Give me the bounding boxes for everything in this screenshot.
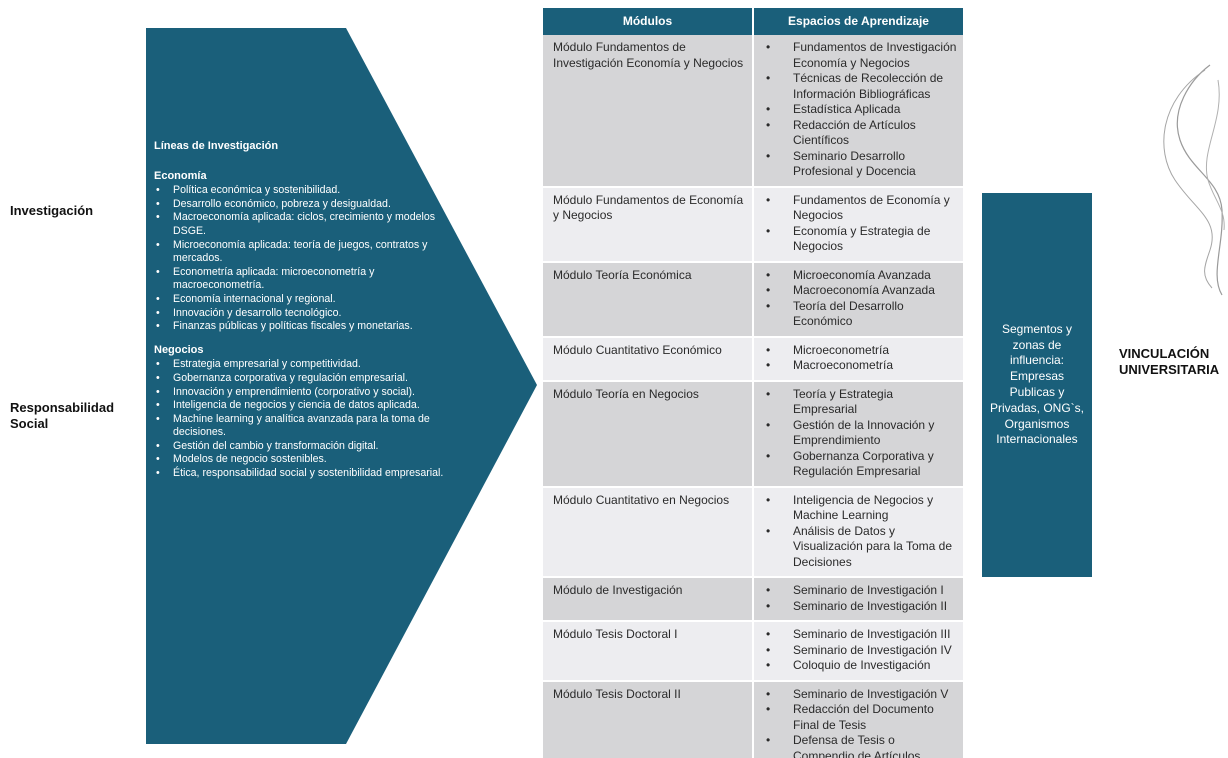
module-spaces: Teoría y Estrategia Empresarial Gestión … — [753, 380, 963, 488]
learning-space-item: Economía y Estrategia de Negocios — [764, 224, 957, 255]
learning-space-item: Macroeconomía Avanzada — [764, 283, 957, 299]
table-row: Módulo de Investigación Seminario de Inv… — [543, 577, 963, 622]
module-spaces: Inteligencia de Negocios y Machine Learn… — [753, 486, 963, 578]
learning-space-item: Redacción del Documento Final de Tesis — [764, 702, 957, 733]
learning-space-item: Macroeconometría — [764, 358, 957, 374]
learning-space-item: Fundamentos de Economía y Negocios — [764, 193, 957, 224]
header-espacios: Espacios de Aprendizaje — [753, 8, 963, 35]
research-line-item: Econometría aplicada: microeconometría y… — [154, 266, 454, 293]
table-row: Módulo Fundamentos de Economía y Negocio… — [543, 186, 963, 263]
learning-space-item: Seminario Desarrollo Profesional y Docen… — [764, 149, 957, 180]
research-group-negocios-title: Negocios — [154, 343, 204, 356]
table-row: Módulo Cuantitativo en Negocios Intelige… — [543, 486, 963, 578]
learning-space-item: Gestión de la Innovación y Emprendimient… — [764, 418, 957, 449]
learning-space-item: Técnicas de Recolección de Información B… — [764, 71, 957, 102]
module-spaces: Seminario de Investigación III Seminario… — [753, 621, 963, 682]
learning-space-item: Gobernanza Corporativa y Regulación Empr… — [764, 449, 957, 480]
table-row: Módulo Tesis Doctoral II Seminario de In… — [543, 680, 963, 758]
module-name: Módulo Fundamentos de Economía y Negocio… — [543, 186, 754, 263]
label-vinculacion-universitaria: VINCULACIÓN UNIVERSITARIA — [1119, 346, 1220, 377]
research-line-item: Finanzas públicas y políticas fiscales y… — [154, 320, 454, 334]
research-line-item: Macroeconomía aplicada: ciclos, crecimie… — [154, 211, 454, 238]
module-spaces: Fundamentos de Economía y Negocios Econo… — [753, 186, 963, 263]
learning-space-item: Seminario de Investigación II — [764, 599, 957, 615]
learning-space-item: Teoría del Desarrollo Económico — [764, 299, 957, 330]
header-modulos: Módulos — [543, 8, 754, 35]
handwritten-signature — [1163, 64, 1225, 296]
table-row: Módulo Teoría en Negocios Teoría y Estra… — [543, 380, 963, 488]
module-name: Módulo Tesis Doctoral II — [543, 680, 754, 758]
module-spaces: Seminario de Investigación I Seminario d… — [753, 577, 963, 622]
research-line-item: Ética, responsabilidad social y sostenib… — [154, 467, 454, 481]
research-line-item: Modelos de negocio sostenibles. — [154, 453, 454, 467]
module-name: Módulo Teoría en Negocios — [543, 380, 754, 488]
learning-space-item: Defensa de Tesis o Compendio de Artículo… — [764, 733, 957, 758]
research-line-item: Innovación y desarrollo tecnológico. — [154, 307, 454, 321]
label-responsabilidad-social: Responsabilidad Social — [10, 400, 115, 431]
segments-box: Segmentos y zonas de influencia: Empresa… — [982, 193, 1092, 577]
research-lines-panel: Líneas de Investigación Economía Polític… — [154, 140, 454, 491]
learning-space-item: Microeconomía Avanzada — [764, 268, 957, 284]
learning-space-item: Seminario de Investigación V — [764, 687, 957, 703]
module-spaces: Fundamentos de Investigación Economía y … — [753, 35, 963, 188]
module-name: Módulo Teoría Económica — [543, 261, 754, 338]
research-lines-title: Líneas de Investigación — [154, 140, 279, 152]
module-name: Módulo Cuantitativo Económico — [543, 336, 754, 382]
label-investigacion: Investigación — [10, 203, 94, 218]
modules-table: Módulos Espacios de Aprendizaje Módulo F… — [543, 8, 963, 758]
research-line-item: Política económica y sostenibilidad. — [154, 184, 454, 198]
table-row: Módulo Cuantitativo Económico Microecono… — [543, 336, 963, 382]
module-name: Módulo Cuantitativo en Negocios — [543, 486, 754, 578]
research-group-economia-list: Política económica y sostenibilidad. Des… — [154, 184, 454, 334]
table-row: Módulo Tesis Doctoral I Seminario de Inv… — [543, 621, 963, 682]
learning-space-item: Seminario de Investigación IV — [764, 643, 957, 659]
research-group-negocios-list: Estrategia empresarial y competitividad.… — [154, 358, 454, 480]
learning-space-item: Teoría y Estrategia Empresarial — [764, 387, 957, 418]
module-name: Módulo de Investigación — [543, 577, 754, 622]
module-spaces: Microeconomía Avanzada Macroeconomía Ava… — [753, 261, 963, 338]
research-line-item: Gestión del cambio y transformación digi… — [154, 440, 454, 454]
learning-space-item: Análisis de Datos y Visualización para l… — [764, 524, 957, 571]
research-line-item: Gobernanza corporativa y regulación empr… — [154, 372, 454, 386]
research-line-item: Estrategia empresarial y competitividad. — [154, 358, 454, 372]
segments-text: Segmentos y zonas de influencia: Empresa… — [989, 321, 1085, 447]
table-row: Módulo Fundamentos de Investigación Econ… — [543, 35, 963, 188]
learning-space-item: Fundamentos de Investigación Economía y … — [764, 40, 957, 71]
module-name: Módulo Fundamentos de Investigación Econ… — [543, 35, 754, 188]
learning-space-item: Redacción de Artículos Científicos — [764, 118, 957, 149]
module-name: Módulo Tesis Doctoral I — [543, 621, 754, 682]
learning-space-item: Estadística Aplicada — [764, 102, 957, 118]
learning-space-item: Microeconometría — [764, 343, 957, 359]
learning-space-item: Seminario de Investigación III — [764, 627, 957, 643]
research-line-item: Inteligencia de negocios y ciencia de da… — [154, 399, 454, 413]
research-line-item: Microeconomía aplicada: teoría de juegos… — [154, 239, 454, 266]
learning-space-item: Inteligencia de Negocios y Machine Learn… — [764, 493, 957, 524]
module-spaces: Microeconometría Macroeconometría — [753, 336, 963, 382]
modules-table-header: Módulos Espacios de Aprendizaje — [543, 8, 963, 35]
table-row: Módulo Teoría Económica Microeconomía Av… — [543, 261, 963, 338]
learning-space-item: Coloquio de Investigación — [764, 658, 957, 674]
research-line-item: Machine learning y analítica avanzada pa… — [154, 413, 454, 440]
research-line-item: Economía internacional y regional. — [154, 293, 454, 307]
research-line-item: Innovación y emprendimiento (corporativo… — [154, 386, 454, 400]
research-group-economia-title: Economía — [154, 169, 207, 182]
research-line-item: Desarrollo económico, pobreza y desigual… — [154, 198, 454, 212]
module-spaces: Seminario de Investigación V Redacción d… — [753, 680, 963, 758]
learning-space-item: Seminario de Investigación I — [764, 583, 957, 599]
